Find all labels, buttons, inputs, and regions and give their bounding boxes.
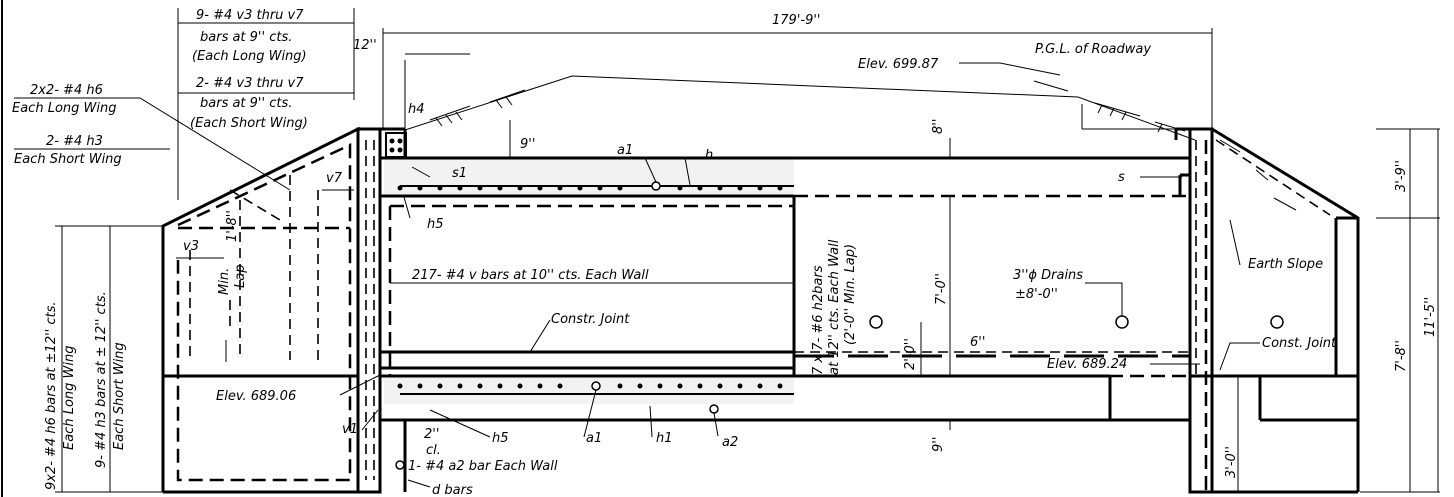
culvert-interior bbox=[380, 196, 1192, 378]
dim-8: 8'' bbox=[931, 119, 946, 134]
h2-bars-2: at 12'' cts. Each Wall bbox=[827, 239, 842, 375]
h1-label: h1 bbox=[656, 431, 673, 446]
drains-label-2: ±8'-0'' bbox=[1015, 287, 1058, 302]
v3-short-label-3: (Each Short Wing) bbox=[190, 116, 308, 131]
dim-30: 3'-0'' bbox=[1224, 446, 1239, 478]
v-bars-label: 217- #4 v bars at 10'' cts. Each Wall bbox=[412, 268, 649, 283]
a1-top-label: a1 bbox=[617, 143, 633, 158]
v3-long-label-2: bars at 9'' cts. bbox=[200, 30, 292, 45]
lap-18-dim: 1'-8'' bbox=[225, 210, 240, 242]
dim-9-bottom: 9'' bbox=[931, 437, 946, 452]
h3-short-label-2: Each Short Wing bbox=[14, 152, 122, 167]
dimension-lines bbox=[55, 8, 1440, 493]
h6-bars-vert-1: 9x2- #4 h6 bars at ±12'' cts. bbox=[44, 301, 59, 490]
dim-12: 12'' bbox=[353, 38, 377, 53]
d-bars-label: d bars bbox=[432, 483, 473, 497]
dim-78: 7'-8'' bbox=[1394, 340, 1409, 372]
ground-hatching bbox=[429, 89, 1297, 211]
top-rebar-dots bbox=[389, 138, 783, 191]
constr-joint-label: Constr. Joint bbox=[551, 312, 630, 327]
dim-2-label: 2'' bbox=[424, 427, 439, 442]
h3-bars-vert-2: Each Short Wing bbox=[112, 342, 127, 450]
a1-bottom-label: a1 bbox=[586, 431, 602, 446]
drains-label-1: 3''ϕ Drains bbox=[1013, 268, 1083, 283]
v3-long-label-3: (Each Long Wing) bbox=[192, 49, 307, 64]
h2-bars-1: 7 x 7- #6 h2bars bbox=[811, 265, 826, 375]
h5-bottom-label: h5 bbox=[492, 431, 509, 446]
v1-label: v1 bbox=[342, 422, 358, 437]
a2-label: a2 bbox=[722, 435, 738, 450]
right-headwall bbox=[1174, 127, 1360, 494]
min-lap-2: Lap bbox=[233, 265, 248, 288]
h3-short-label-1: 2- #4 h3 bbox=[46, 134, 103, 149]
s-label: s bbox=[1118, 170, 1125, 185]
dim-70: 7'-0'' bbox=[934, 273, 949, 305]
h6-long-label-1: 2x2- #4 h6 bbox=[30, 83, 103, 98]
v3-short-label-2: bars at 9'' cts. bbox=[200, 96, 292, 111]
elev-bottom-left: Elev. 689.06 bbox=[216, 389, 296, 404]
v3-long-label-1: 9- #4 v3 thru v7 bbox=[196, 8, 304, 23]
dim-115: 11'-5'' bbox=[1423, 297, 1438, 337]
h4-label: h4 bbox=[408, 102, 425, 117]
pgl-label: P.G.L. of Roadway bbox=[1035, 42, 1151, 57]
v3-label: v3 bbox=[183, 239, 199, 254]
h5-top-label: h5 bbox=[427, 217, 444, 232]
min-lap-1: Min. bbox=[217, 268, 232, 295]
overall-length-dim: 179'-9'' bbox=[772, 13, 821, 28]
elev-top: Elev. 699.87 bbox=[858, 57, 939, 72]
bottom-slab bbox=[380, 374, 1358, 492]
elev-bottom-right: Elev. 689.24 bbox=[1047, 357, 1127, 372]
h2-bars-3: (2'-0'' Min. Lap) bbox=[843, 244, 858, 345]
cl-label: cl. bbox=[426, 443, 441, 458]
dim-20: 2'-0'' bbox=[903, 338, 918, 370]
a2-bar-label: 1- #4 a2 bar Each Wall bbox=[408, 459, 558, 474]
labels: 9- #4 v3 thru v7 bars at 9'' cts. (Each … bbox=[12, 8, 1438, 497]
h-top-label: h bbox=[705, 148, 713, 163]
dim-6: 6'' bbox=[970, 335, 985, 350]
h6-long-label-2: Each Long Wing bbox=[12, 101, 116, 116]
earth-slope-label: Earth Slope bbox=[1248, 257, 1323, 272]
left-wingwall bbox=[161, 126, 380, 494]
drain-circles bbox=[869, 315, 1284, 329]
fill-profile bbox=[404, 75, 1196, 141]
h6-bars-vert-2: Each Long Wing bbox=[62, 346, 77, 450]
s1-label: s1 bbox=[452, 166, 467, 181]
dim-9-top: 9'' bbox=[520, 137, 535, 152]
top-slab bbox=[380, 140, 1192, 198]
const-joint-label: Const. Joint bbox=[1262, 336, 1337, 351]
v3-short-label-1: 2- #4 v3 thru v7 bbox=[196, 76, 304, 91]
dim-39: 3'-9'' bbox=[1394, 160, 1409, 192]
h3-bars-vert-1: 9- #4 h3 bars at ± 12'' cts. bbox=[94, 291, 109, 468]
leader-lines bbox=[14, 62, 1260, 488]
v7-label: v7 bbox=[326, 171, 343, 186]
